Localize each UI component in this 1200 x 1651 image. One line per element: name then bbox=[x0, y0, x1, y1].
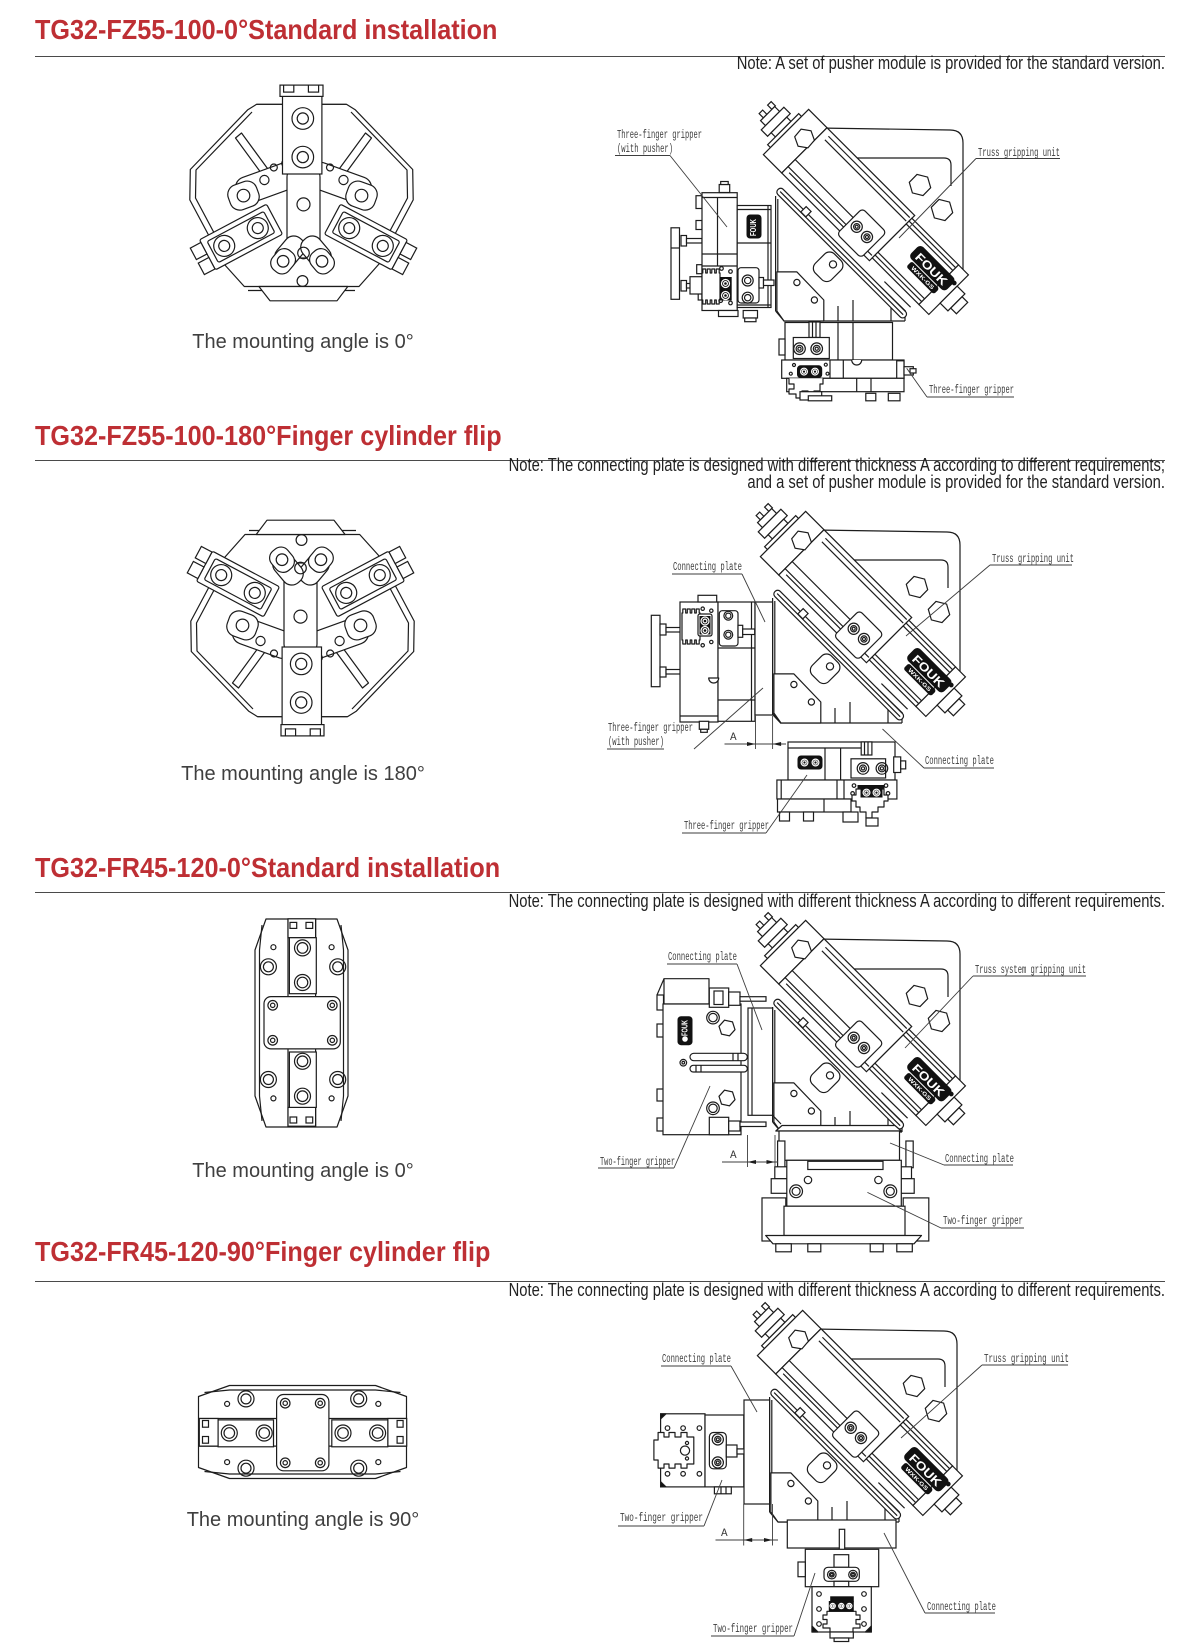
svg-text:Two-finger gripper: Two-finger gripper bbox=[620, 1512, 703, 1525]
svg-text:Two-finger gripper: Two-finger gripper bbox=[713, 1623, 793, 1636]
svg-text:Truss gripping unit: Truss gripping unit bbox=[978, 147, 1060, 160]
svg-text:Connecting plate: Connecting plate bbox=[673, 561, 742, 574]
svg-text:FOUK: FOUK bbox=[681, 1020, 690, 1036]
svg-text:(with pusher): (with pusher) bbox=[617, 143, 673, 156]
svg-text:Three-finger gripper: Three-finger gripper bbox=[608, 722, 693, 735]
svg-text:A: A bbox=[730, 732, 737, 744]
svg-text:Connecting plate: Connecting plate bbox=[945, 1153, 1014, 1166]
svg-text:Truss system gripping unit: Truss system gripping unit bbox=[975, 964, 1086, 977]
svg-text:Connecting plate: Connecting plate bbox=[925, 755, 994, 768]
svg-text:Three-finger gripper: Three-finger gripper bbox=[929, 384, 1014, 397]
svg-text:Three-finger gripper: Three-finger gripper bbox=[617, 129, 702, 142]
svg-text:A: A bbox=[721, 1528, 728, 1540]
svg-text:Truss gripping unit: Truss gripping unit bbox=[992, 553, 1074, 566]
svg-text:FOUK: FOUK bbox=[749, 219, 758, 236]
svg-text:(with pusher): (with pusher) bbox=[608, 736, 664, 749]
svg-text:Truss gripping unit: Truss gripping unit bbox=[984, 1353, 1069, 1366]
svg-text:Two-finger gripper: Two-finger gripper bbox=[943, 1215, 1023, 1228]
svg-text:Connecting plate: Connecting plate bbox=[662, 1353, 731, 1366]
svg-text:A: A bbox=[730, 1150, 737, 1162]
svg-text:Three-finger gripper: Three-finger gripper bbox=[684, 820, 769, 833]
svg-text:Connecting plate: Connecting plate bbox=[927, 1601, 996, 1614]
svg-text:Two-finger gripper: Two-finger gripper bbox=[600, 1156, 675, 1169]
svg-text:Connecting plate: Connecting plate bbox=[668, 951, 737, 964]
